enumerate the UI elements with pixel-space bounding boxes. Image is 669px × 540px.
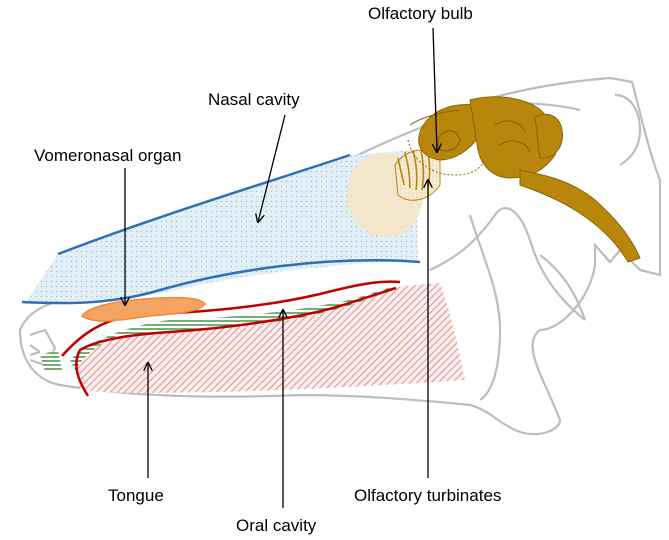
- vomeronasal-organ-shape: [80, 296, 206, 322]
- oral-cavity-lower-line: [75, 286, 397, 397]
- oral-cavity-region: [70, 286, 395, 370]
- label-oral-cavity: Oral cavity: [236, 516, 317, 535]
- label-nasal-cavity: Nasal cavity: [208, 90, 300, 109]
- tongue-region: [75, 283, 465, 393]
- arrow-olfactory-bulb: [433, 27, 437, 152]
- label-olfactory-turbinates: Olfactory turbinates: [354, 486, 501, 505]
- cerebellum-shape: [534, 113, 564, 159]
- pointer-arrows: [125, 27, 437, 508]
- label-tongue: Tongue: [108, 486, 164, 505]
- olfactory-bulb-shape: [418, 103, 481, 161]
- cerebrum-shape: [469, 96, 558, 179]
- label-olfactory-bulb: Olfactory bulb: [368, 4, 473, 23]
- arrow-nasal-cavity: [258, 114, 286, 222]
- brainstem-shape: [519, 169, 641, 263]
- nasal-cavity-lower-line: [21, 259, 421, 305]
- nasal-cavity-upper-line: [57, 153, 351, 256]
- label-vomeronasal-organ: Vomeronasal organ: [34, 146, 181, 165]
- muzzle-hatch: [40, 350, 62, 372]
- nasal-cavity-region: [25, 150, 418, 303]
- oral-cavity-upper-line: [61, 280, 401, 357]
- brain: [407, 96, 641, 263]
